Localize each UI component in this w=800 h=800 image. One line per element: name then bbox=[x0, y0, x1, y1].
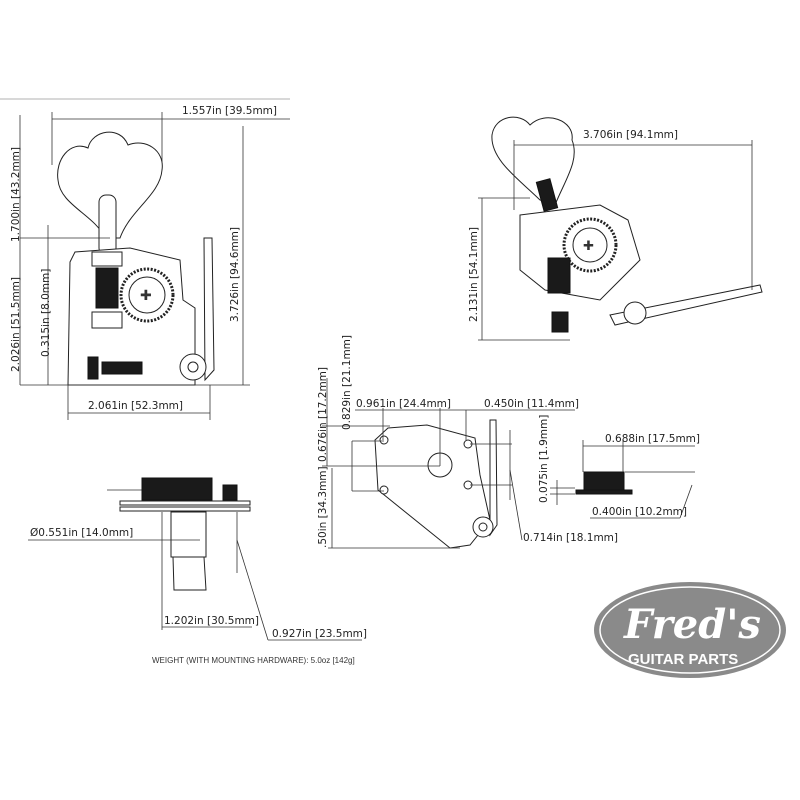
dim-hole-spacing: 0.829in [21.1mm] bbox=[341, 335, 353, 430]
dim-total-height: 3.726in [94.6mm] bbox=[229, 227, 241, 322]
dim-bushing-height: 0.400in [10.2mm] bbox=[592, 506, 687, 518]
side-view: Ø0.551in [14.0mm] 1.202in [30.5mm] 0.927… bbox=[28, 477, 367, 665]
dim-key-width: 1.557in [39.5mm] bbox=[182, 105, 277, 117]
dim-body-height: 2.026in [51.5mm] bbox=[10, 277, 22, 372]
bushing-view: 0.688in [17.5mm] 0.075in [1.9mm] 0.400in… bbox=[538, 415, 700, 519]
tuner-key bbox=[57, 131, 163, 239]
dim-bushing-diameter: 0.688in [17.5mm] bbox=[605, 433, 700, 445]
weight-note: WEIGHT (WITH MOUNTING HARDWARE): 5.0oz [… bbox=[152, 656, 355, 665]
dim-post-diameter: Ø0.551in [14.0mm] bbox=[30, 527, 133, 539]
dim-iso-height: 2.131in [54.1mm] bbox=[468, 227, 480, 322]
svg-text:✚: ✚ bbox=[583, 238, 594, 253]
back-view: 0.829in [21.1mm] 0.676in [17.2mm] 0.961i… bbox=[317, 335, 618, 549]
dim-hole-span: 0.714in [18.1mm] bbox=[523, 532, 618, 544]
dim-post-offset: 0.315in [8.0mm] bbox=[40, 269, 52, 357]
iso-key bbox=[491, 116, 575, 206]
dim-key-height: 1.700in [43.2mm] bbox=[10, 147, 22, 242]
svg-text:✚: ✚ bbox=[140, 289, 152, 304]
dim-post-vertical-offset: 0.676in [17.2mm] bbox=[317, 367, 329, 462]
iso-view: ✚ 3.706in [94.1mm] 2.131in [54.1mm] bbox=[468, 116, 763, 341]
dim-hole-offset: 0.450in [11.4mm] bbox=[484, 398, 579, 410]
dim-plate-height: .50in [34.3mm] bbox=[317, 466, 329, 548]
logo-brand: Fred's bbox=[623, 601, 761, 648]
front-view: ✚ 1.557in [39.5mm] 1.700in [43.2mm] 2.02… bbox=[0, 98, 290, 420]
dim-iso-length: 3.706in [94.1mm] bbox=[583, 129, 678, 141]
back-plate bbox=[374, 424, 491, 549]
dim-post-shoulder: 0.927in [23.5mm] bbox=[272, 628, 367, 640]
dim-post-length: 1.202in [30.5mm] bbox=[164, 615, 259, 627]
dim-body-width: 2.061in [52.3mm] bbox=[88, 400, 183, 412]
logo-tagline: GUITAR PARTS bbox=[628, 651, 738, 668]
dim-bushing-flange: 0.075in [1.9mm] bbox=[538, 415, 550, 503]
dim-post-horizontal-offset: 0.961in [24.4mm] bbox=[356, 398, 451, 410]
freds-logo: Fred's GUITAR PARTS bbox=[594, 582, 786, 678]
